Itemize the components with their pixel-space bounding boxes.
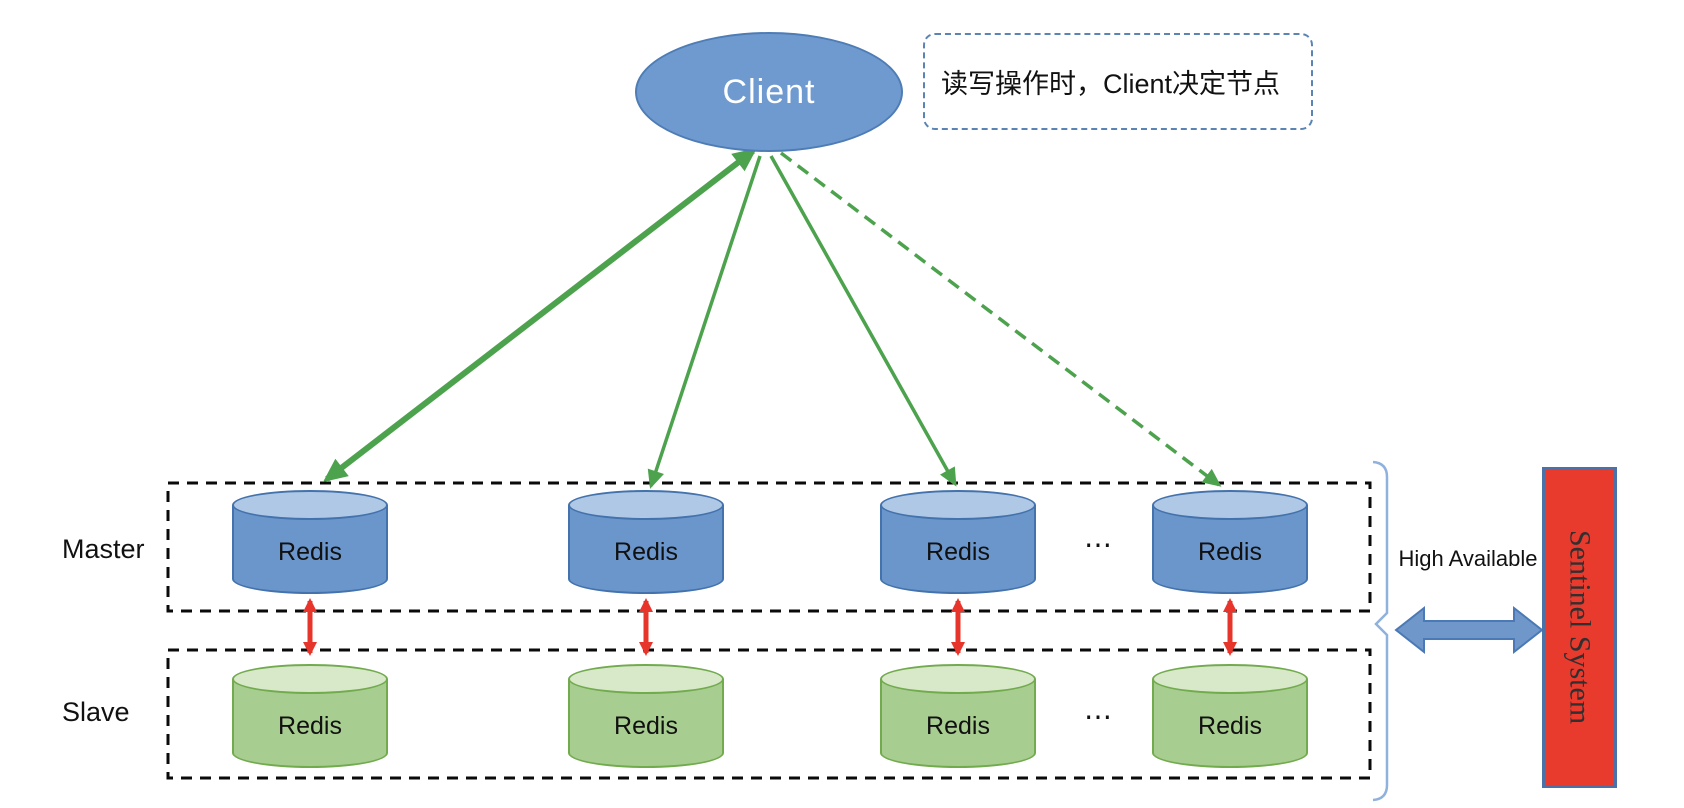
cylinder-top-ellipse <box>232 490 388 520</box>
cylinder-top-ellipse <box>232 664 388 694</box>
sentinel-system-label: Sentinel System <box>1563 530 1597 725</box>
master-row-label: Master <box>62 534 145 564</box>
client-master-arrow-2 <box>647 155 762 489</box>
redis-label: Redis <box>614 712 678 740</box>
redis-label: Redis <box>278 538 342 566</box>
sentinel-system-box: Sentinel System <box>1542 467 1617 788</box>
slave-redis-node-2: Redis <box>568 664 724 768</box>
annotation-box: 读写操作时，Client决定节点 <box>923 33 1313 130</box>
client-master-arrow-4-dashed <box>779 151 1222 487</box>
cylinder-top-ellipse <box>568 664 724 694</box>
cylinder-top-ellipse <box>880 490 1036 520</box>
client-node: Client <box>635 32 903 152</box>
cylinder-top-ellipse <box>568 490 724 520</box>
client-master-arrow-3 <box>769 155 957 487</box>
client-label: Client <box>722 72 816 111</box>
master-ellipsis: ⋯ <box>1084 529 1112 560</box>
slave-redis-node-1: Redis <box>232 664 388 768</box>
cylinder-top-ellipse <box>1152 490 1308 520</box>
master-redis-node-3: Redis <box>880 490 1036 594</box>
slave-ellipsis: ⋯ <box>1084 701 1112 732</box>
slave-redis-node-3: Redis <box>880 664 1036 768</box>
slave-row-label: Slave <box>62 697 130 727</box>
group-bracket <box>1372 460 1389 802</box>
ha-double-arrow <box>1394 605 1544 655</box>
redis-label: Redis <box>614 538 678 566</box>
redis-label: Redis <box>1198 712 1262 740</box>
master-redis-node-2: Redis <box>568 490 724 594</box>
annotation-text: 读写操作时，Client决定节点 <box>941 69 1281 99</box>
redis-label: Redis <box>1198 538 1262 566</box>
redis-label: Redis <box>926 712 990 740</box>
master-redis-node-4: Redis <box>1152 490 1308 594</box>
cylinder-top-ellipse <box>880 664 1036 694</box>
client-master-arrow-1 <box>323 147 757 483</box>
slave-redis-node-4: Redis <box>1152 664 1308 768</box>
master-redis-node-1: Redis <box>232 490 388 594</box>
high-available-label: High Available <box>1398 546 1538 571</box>
redis-label: Redis <box>278 712 342 740</box>
cylinder-top-ellipse <box>1152 664 1308 694</box>
redis-label: Redis <box>926 538 990 566</box>
